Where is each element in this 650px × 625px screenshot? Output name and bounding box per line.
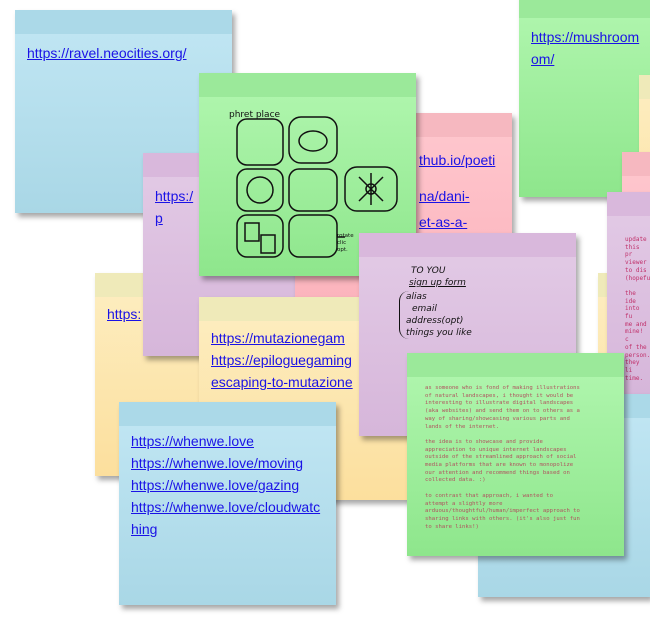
link-pink-1[interactable]: thub.io/poeti: [419, 152, 496, 168]
link-mushroom[interactable]: https://mushroom: [531, 29, 640, 45]
link-whenwe-moving[interactable]: https://whenwe.love/moving: [131, 455, 303, 471]
signup-item: alias: [406, 292, 427, 302]
signup-title: TO YOU: [411, 266, 446, 276]
link-pink-2[interactable]: na/dani-: [419, 188, 470, 204]
signup-item: email: [412, 304, 437, 314]
link-yellow-left[interactable]: https:: [107, 306, 142, 322]
sketch-caption: rotate clic opt.: [337, 233, 354, 253]
link-epilogue-cont[interactable]: escaping-to-mutazione: [211, 374, 353, 390]
sketch-drawing: phret place: [229, 110, 398, 258]
link-whenwe-cloudwatching[interactable]: https://whenwe.love/cloudwatching: [131, 499, 321, 537]
note-about[interactable]: as someone who is fond of making illustr…: [407, 353, 624, 556]
link-epilogue[interactable]: https://epiloguegaming: [211, 352, 352, 368]
link-pink-3[interactable]: et-as-a-: [419, 214, 468, 230]
signup-item: things you like: [406, 328, 472, 338]
link-mutazione[interactable]: https://mutazionegam: [211, 330, 345, 346]
note-whenwe[interactable]: https://whenwe.love https://whenwe.love/…: [119, 402, 336, 605]
link-mushroom-cont[interactable]: om/: [531, 51, 555, 67]
about-text: as someone who is fond of making illustr…: [425, 385, 580, 530]
link-ravel[interactable]: https://ravel.neocities.org/: [27, 45, 187, 61]
link-purple-left-cont[interactable]: p: [155, 210, 163, 226]
note-ravel[interactable]: https://ravel.neocities.org/: [15, 10, 232, 213]
note-mushroom[interactable]: https://mushroom om/: [519, 0, 650, 197]
link-whenwe-gazing[interactable]: https://whenwe.love/gazing: [131, 477, 300, 493]
sketch-title: phret place: [229, 110, 281, 120]
signup-item: address(opt): [406, 316, 464, 326]
signup-subtitle: sign up form: [409, 278, 466, 288]
link-whenwe[interactable]: https://whenwe.love: [131, 433, 254, 449]
update-text: update this pr viewer to dis (hopefu the…: [625, 236, 650, 382]
link-purple-left[interactable]: https:/: [155, 188, 194, 204]
